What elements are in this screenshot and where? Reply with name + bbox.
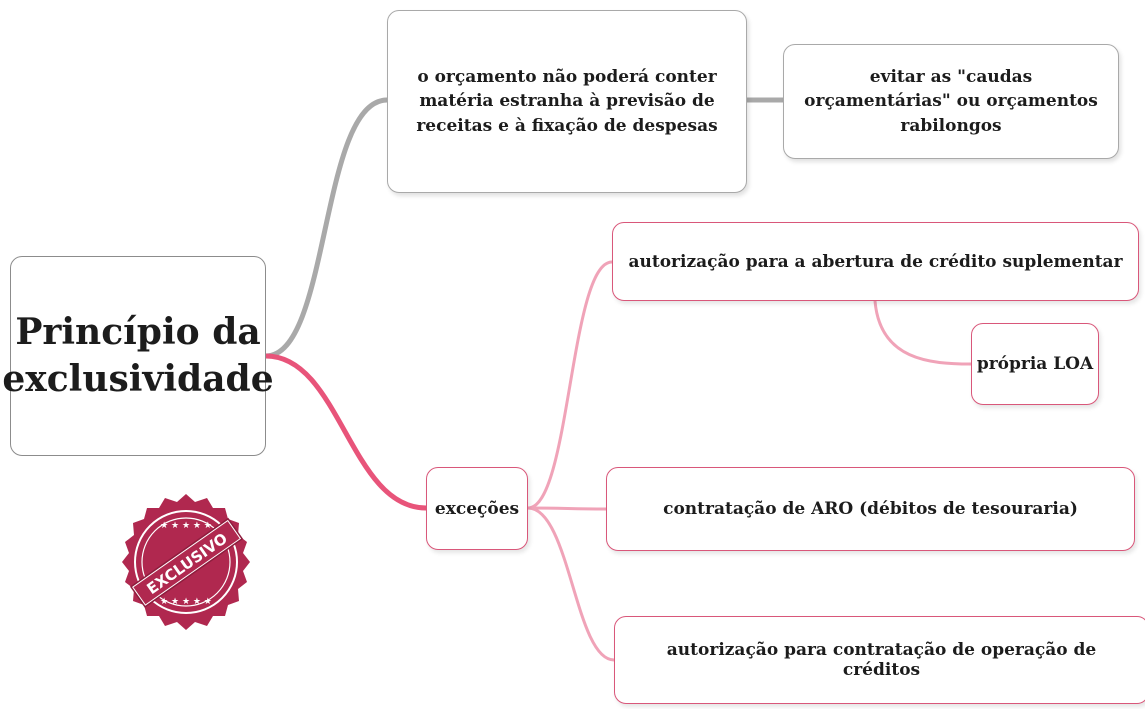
topic-aro-label: contratação de ARO (débitos de tesourari…	[663, 499, 1078, 519]
topic-content-restriction-label: o orçamento não poderá conter matéria es…	[416, 66, 718, 136]
svg-text:★ ★ ★ ★ ★: ★ ★ ★ ★ ★	[160, 597, 212, 607]
connector-exceptions-to-aro	[527, 506, 607, 511]
topic-credit-operations-label: autorização para contratação de operação…	[666, 640, 1097, 680]
exclusive-stamp-icon: ★ ★ ★ ★ ★ ★ ★ ★ ★ ★ EXCLUSIVO	[122, 494, 250, 630]
svg-text:★ ★ ★ ★ ★: ★ ★ ★ ★ ★	[160, 521, 212, 531]
topic-loa[interactable]: própria LOA	[971, 323, 1099, 405]
topic-avoid-tails-label: evitar as "caudas orçamentárias" ou orça…	[804, 66, 1098, 136]
root-topic-label: Princípio da exclusividade	[2, 311, 274, 400]
connector-exceptions-to-credit	[527, 260, 613, 510]
topic-exceptions[interactable]: exceções	[426, 467, 528, 550]
connector-exceptions-to-ops	[527, 506, 615, 662]
topic-supplementary-credit[interactable]: autorização para a abertura de crédito s…	[612, 222, 1139, 301]
root-topic[interactable]: Princípio da exclusividade	[2, 256, 274, 456]
topic-avoid-tails[interactable]: evitar as "caudas orçamentárias" ou orça…	[783, 44, 1119, 159]
connector-root-to-content	[263, 97, 390, 359]
topic-loa-label: própria LOA	[976, 354, 1094, 374]
connector-root-to-exceptions	[263, 353, 429, 511]
connector-credit-to-loa	[873, 300, 972, 366]
topic-content-restriction[interactable]: o orçamento não poderá conter matéria es…	[387, 10, 747, 193]
topic-credit-operations[interactable]: autorização para contratação de operação…	[614, 616, 1145, 704]
topic-exceptions-label: exceções	[434, 498, 520, 519]
topic-supplementary-credit-label: autorização para a abertura de crédito s…	[628, 251, 1123, 272]
topic-aro[interactable]: contratação de ARO (débitos de tesourari…	[606, 467, 1135, 551]
